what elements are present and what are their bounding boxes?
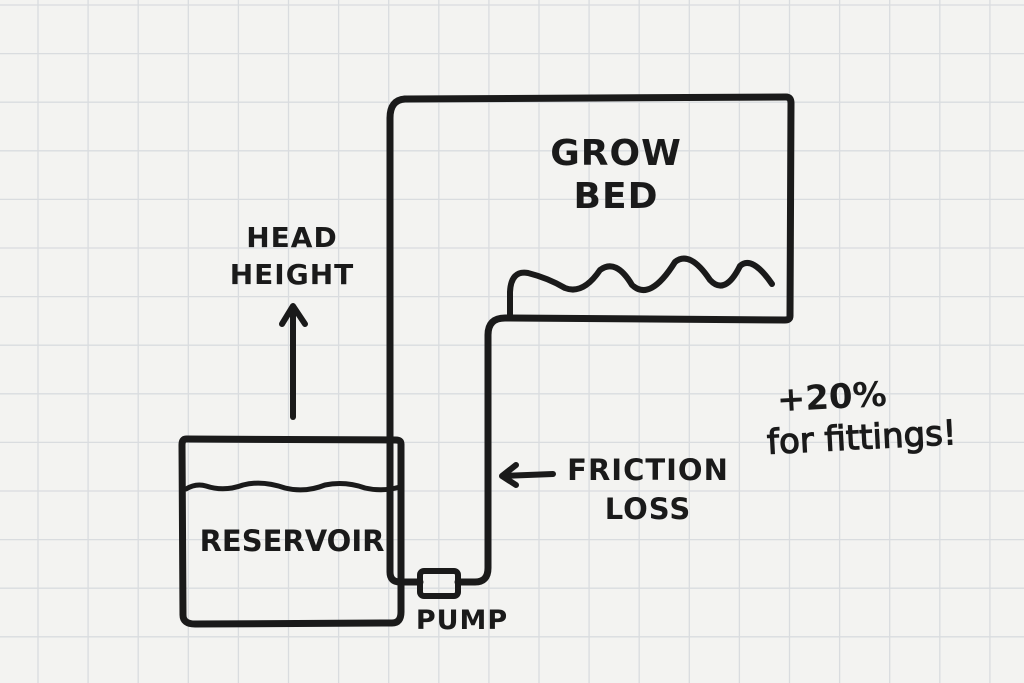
fittings-note-line2: for fittings! bbox=[765, 412, 958, 463]
pump-label: PUMP bbox=[415, 605, 509, 636]
fittings-note-line1: +20% bbox=[775, 374, 888, 421]
supply-pipe bbox=[454, 314, 516, 586]
grow-bed-box bbox=[401, 93, 795, 324]
grow-bed-label-line2: BED bbox=[573, 176, 659, 217]
left-arrow-icon bbox=[499, 462, 556, 488]
grow-bed-label-line1: GROW bbox=[550, 133, 682, 174]
friction-loss-label: FRICTION LOSS bbox=[562, 456, 734, 524]
friction-loss-label-line1: FRICTION bbox=[567, 453, 729, 487]
head-height-label-line2: HEIGHT bbox=[229, 258, 355, 291]
reservoir-label: RESERVOIR bbox=[199, 524, 385, 558]
fittings-note: +20% for fittings! bbox=[764, 372, 988, 464]
friction-loss-label-line2: LOSS bbox=[604, 492, 692, 526]
return-pipe bbox=[386, 95, 424, 586]
up-arrow-icon bbox=[279, 303, 308, 420]
head-height-label: HEAD HEIGHT bbox=[222, 224, 362, 289]
head-height-label-line1: HEAD bbox=[246, 221, 338, 254]
reservoir-box bbox=[178, 435, 405, 628]
pump-icon bbox=[417, 568, 461, 599]
reservoir-water-line bbox=[183, 480, 403, 493]
grow-bed-label: GROW BED bbox=[540, 136, 692, 215]
grow-bed-water-line bbox=[507, 255, 775, 321]
